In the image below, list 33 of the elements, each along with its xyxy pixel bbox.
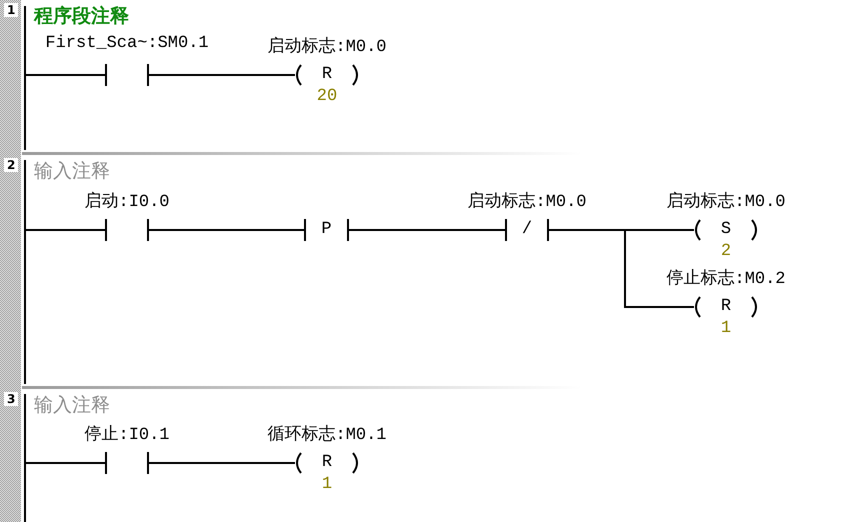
instruction-symbol: / [520, 219, 534, 241]
operand-label: 启动标志:M0.0 [666, 190, 786, 212]
operand-label: First_Sca~:SM0.1 [45, 34, 209, 53]
wire [349, 229, 505, 231]
wire [26, 74, 105, 76]
operand-label: 启动标志:M0.0 [468, 190, 586, 212]
wire [549, 229, 694, 308]
parameter-value: 20 [316, 87, 338, 106]
parameter-value: 1 [720, 319, 732, 338]
wire [26, 462, 105, 464]
instruction-symbol: R [720, 296, 732, 318]
network-number: 1 [4, 3, 18, 17]
network-comment: 程序段注释 [34, 4, 129, 29]
operand-label: 启动:I0.0 [84, 190, 170, 212]
instruction-symbol: S [720, 219, 732, 241]
wire [149, 74, 295, 76]
operand-label: 循环标志:M0.1 [268, 424, 386, 445]
instruction-symbol: P [320, 219, 333, 241]
network-number: 3 [4, 392, 18, 406]
operand-label: 停止:I0.1 [84, 424, 170, 445]
operand-label: 启动标志:M0.0 [268, 36, 386, 57]
wire [26, 229, 105, 231]
parameter-value: 1 [322, 475, 332, 494]
instruction-symbol: R [320, 64, 334, 86]
network-comment: 输入注释 [34, 394, 110, 418]
contact [304, 219, 349, 241]
network-comment: 输入注释 [34, 160, 110, 184]
wire [149, 462, 295, 464]
wire [149, 229, 304, 231]
network-number: 2 [4, 158, 18, 172]
operand-label: 停止标志:M0.2 [666, 268, 786, 289]
parameter-value: 2 [720, 242, 732, 261]
instruction-symbol: R [320, 452, 334, 474]
